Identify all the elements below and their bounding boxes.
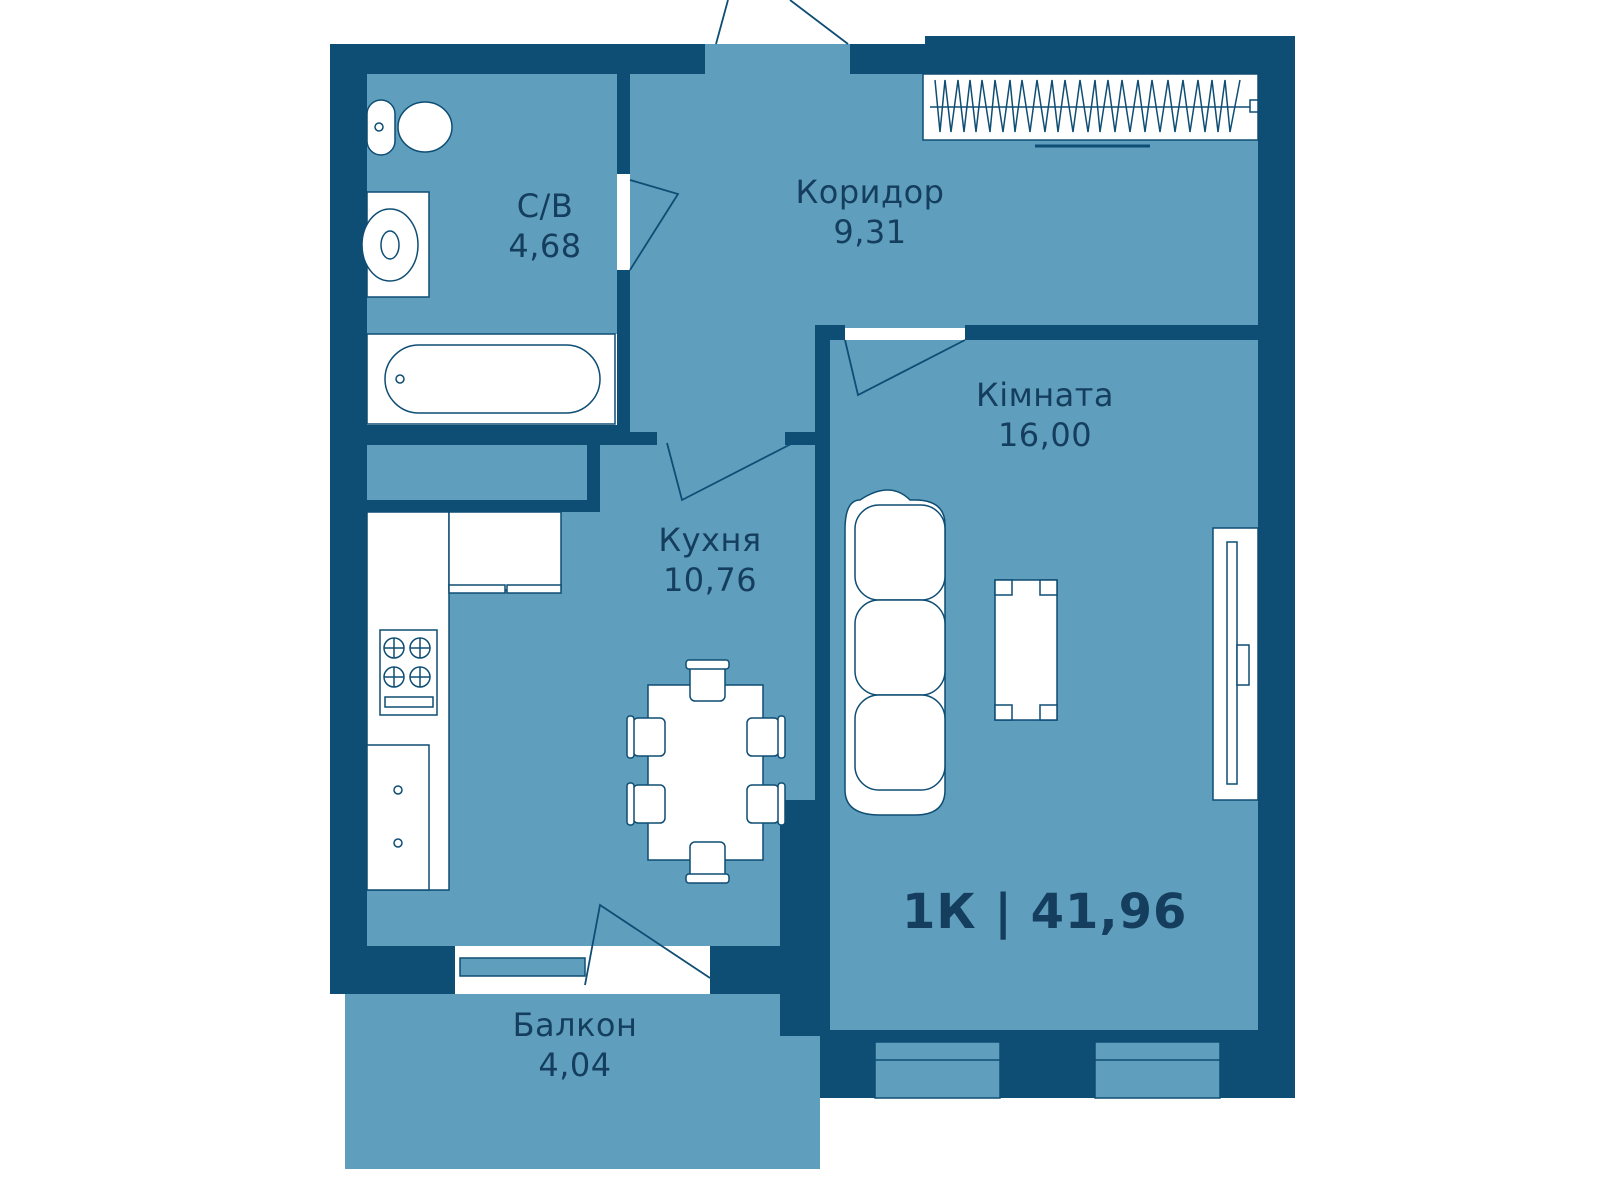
windows [459,957,1221,1099]
room-label-bathroom: С/В 4,68 [480,186,610,266]
room-label-kitchen: Кухня 10,76 [620,520,800,600]
toilet-bowl-icon [397,101,453,153]
inner-walls [330,74,1258,1098]
total-area: 41,96 [1030,884,1188,940]
room-name: Кімната [975,376,1115,414]
wardrobe-icon [922,73,1259,148]
room-name: С/В [516,187,574,225]
room-area: 9,31 [833,213,907,251]
room-label-room: Кімната 16,00 [945,375,1145,455]
kitchen-fixtures [366,511,786,891]
door-swings [584,0,966,986]
bathroom-fixtures [361,99,616,425]
room-furniture [844,489,1259,816]
chair-icon [746,784,780,824]
room-name: Коридор [795,173,945,211]
corridor-extension [630,328,825,443]
apartment-summary: 1К | 41,96 [902,884,1187,940]
chair-icon [632,717,666,757]
room-name: Балкон [512,1006,638,1044]
separator: | [994,884,1013,940]
room-area: 16,00 [997,416,1093,454]
chair-icon [632,784,666,824]
chair-icon [746,717,780,757]
balcony-floor [345,994,820,1169]
room-label-corridor: Коридор 9,31 [770,172,970,252]
room-name: Кухня [658,521,762,559]
dining-table-icon [647,684,764,861]
room-area: 4,04 [538,1046,612,1084]
double-sink-icon [366,744,430,891]
room-label-balcony: Балкон 4,04 [485,1005,665,1085]
room-area: 10,76 [662,561,758,599]
coffee-table-icon [994,579,1058,721]
fridge-icon [448,511,562,591]
room-area: 4,68 [508,227,582,265]
room-count: 1К [902,884,977,940]
entrance-floor [705,44,850,74]
